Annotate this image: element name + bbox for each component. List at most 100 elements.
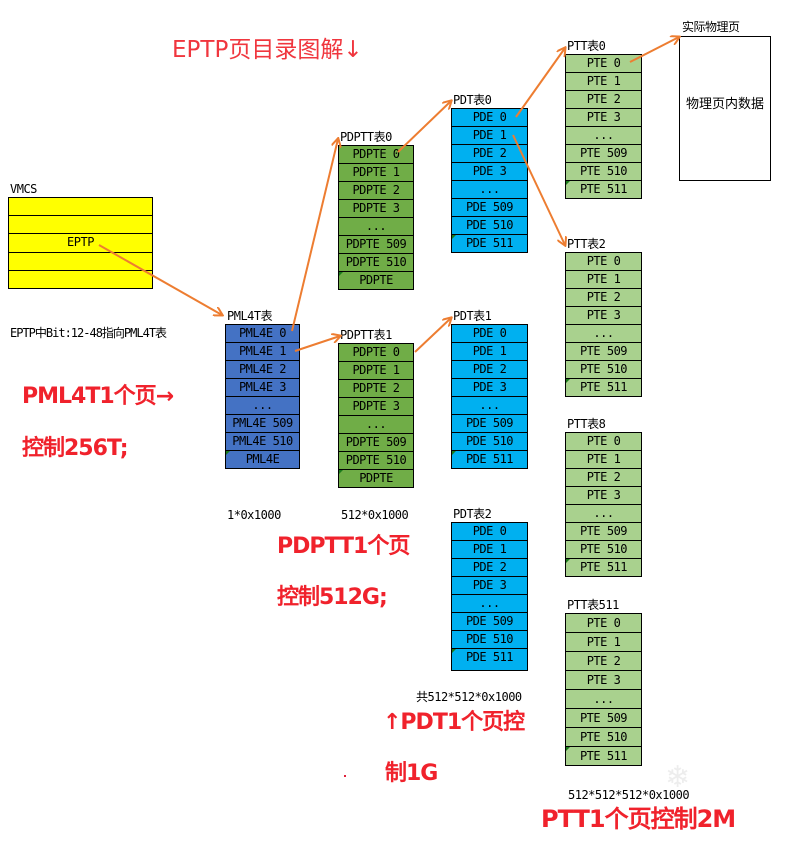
pte-row: ...: [566, 325, 641, 343]
pdt2-table: PDE 0 PDE 1 PDE 2 PDE 3 ... PDE 509 PDE …: [451, 522, 528, 671]
physical-page-content: 物理页内数据: [685, 97, 764, 112]
pdptt0-label: PDPTT表0: [340, 130, 392, 144]
pte-row: PTE 510: [566, 361, 641, 379]
pdt-size: 共512*512*0x1000: [416, 690, 522, 704]
ptt2-label: PTT表2: [567, 237, 606, 251]
ptt511-table: PTE 0 PTE 1 PTE 2 PTE 3 ... PTE 509 PTE …: [565, 613, 642, 766]
pte-row: PTE 510: [566, 728, 641, 747]
pte-row: PTE 510: [566, 541, 641, 559]
arrow-pde0-to-ptt0: [515, 48, 565, 118]
pte-row: PTE 510: [566, 163, 641, 181]
pdt0-table: PDE 0 PDE 1 PDE 2 PDE 3 ... PDE 509 PDE …: [451, 108, 528, 253]
pde-row: PDE 511: [452, 451, 527, 469]
pdt0-label: PDT表0: [453, 93, 492, 107]
pte-row: PTE 2: [566, 652, 641, 671]
ptt2-table: PTE 0 PTE 1 PTE 2 PTE 3 ... PTE 509 PTE …: [565, 252, 642, 397]
pte-row: PTE 1: [566, 73, 641, 91]
pde-row: PDE 511: [452, 649, 527, 667]
arrow-pml4e0-to-pdptt0: [291, 139, 338, 332]
pdpte-row: PDPTE 2: [339, 380, 413, 398]
pdpte-row: PDPTE 3: [339, 200, 413, 218]
pde-row: PDE 3: [452, 163, 527, 181]
pde-row: PDE 2: [452, 145, 527, 163]
pdpte-row: PDPTE 0: [339, 146, 413, 164]
pte-row: ...: [566, 690, 641, 709]
pte-row: PTE 2: [566, 91, 641, 109]
diagram-title: EPTP页目录图解↓: [172, 37, 363, 63]
vmcs-row-eptp: EPTP: [9, 234, 152, 253]
pte-row: ...: [566, 127, 641, 145]
pte-row: PTE 0: [566, 614, 641, 633]
pde-row: PDE 1: [452, 127, 527, 145]
pdpte-row: PDPTE 2: [339, 182, 413, 200]
pml4t-note-line1: PML4T1个页→: [22, 384, 174, 409]
pte-row: PTE 511: [566, 747, 641, 766]
pdpte-row: ...: [339, 218, 413, 236]
pdpte-row: PDPTE: [339, 470, 413, 488]
pte-row: PTE 1: [566, 271, 641, 289]
pde-row: ...: [452, 397, 527, 415]
pte-row: PTE 509: [566, 343, 641, 361]
pte-row: PTE 0: [566, 55, 641, 73]
pdt1-table: PDE 0 PDE 1 PDE 2 PDE 3 ... PDE 509 PDE …: [451, 324, 528, 469]
pte-row: ...: [566, 505, 641, 523]
pde-row: PDE 510: [452, 631, 527, 649]
pdpte-row: PDPTE 0: [339, 344, 413, 362]
pdpte-row: PDPTE 3: [339, 398, 413, 416]
pml4t-label: PML4T表: [227, 309, 273, 323]
pml4e-row: PML4E 2: [226, 361, 299, 379]
pdpte-row: PDPTE: [339, 272, 413, 290]
pde-row: PDE 1: [452, 541, 527, 559]
pdptt1-label: PDPTT表1: [340, 328, 392, 342]
physical-page-label: 实际物理页: [682, 20, 740, 34]
ptt-note-line1: PTT1个页控制2M: [541, 805, 736, 833]
pml4t-note-line2: 控制256T;: [22, 436, 129, 461]
arrow-pml4e1-to-pdptt1: [294, 336, 340, 352]
pdpte-row: PDPTE 509: [339, 434, 413, 452]
pte-row: PTE 2: [566, 469, 641, 487]
ptt8-table: PTE 0 PTE 1 PTE 2 PTE 3 ... PTE 509 PTE …: [565, 432, 642, 577]
pde-row: PDE 509: [452, 613, 527, 631]
vmcs-row: [9, 216, 152, 235]
pml4e-row: PML4E 1: [226, 343, 299, 361]
pml4e-row: PML4E: [226, 451, 299, 469]
pdpte-row: PDPTE 509: [339, 236, 413, 254]
pde-row: PDE 2: [452, 361, 527, 379]
pte-row: PTE 511: [566, 559, 641, 577]
pde-row: PDE 3: [452, 379, 527, 397]
pde-row: PDE 511: [452, 235, 527, 253]
pde-row: PDE 509: [452, 415, 527, 433]
pde-row: PDE 3: [452, 577, 527, 595]
pde-row: PDE 510: [452, 433, 527, 451]
pte-row: PTE 3: [566, 307, 641, 325]
pte-row: PTE 509: [566, 709, 641, 728]
pde-row: PDE 2: [452, 559, 527, 577]
pdt2-label: PDT表2: [453, 507, 492, 521]
pdpte-row: PDPTE 1: [339, 362, 413, 380]
pte-row: PTE 0: [566, 433, 641, 451]
pml4t-size: 1*0x1000: [227, 508, 281, 522]
eptp-note: EPTP中Bit:12-48指向PML4T表: [10, 326, 167, 340]
pte-row: PTE 3: [566, 109, 641, 127]
arrow-pdptt1-pdpte0-to-pdt1: [414, 318, 451, 353]
pte-row: PTE 511: [566, 181, 641, 199]
pde-row: PDE 509: [452, 199, 527, 217]
pte-row: PTE 509: [566, 523, 641, 541]
pdptt-size: 512*0x1000: [341, 508, 409, 522]
pte-row: PTE 3: [566, 671, 641, 690]
vmcs-row: [9, 198, 152, 217]
pdpte-row: PDPTE 1: [339, 164, 413, 182]
ptt0-table: PTE 0 PTE 1 PTE 2 PTE 3 ... PTE 509 PTE …: [565, 54, 642, 199]
pte-row: PTE 1: [566, 633, 641, 652]
pde-row: PDE 1: [452, 343, 527, 361]
pde-row: PDE 0: [452, 325, 527, 343]
pml4e-row: PML4E 0: [226, 325, 299, 343]
pte-row: PTE 511: [566, 379, 641, 397]
pde-row: PDE 0: [452, 109, 527, 127]
pte-row: PTE 1: [566, 451, 641, 469]
pdptt-note-line2: 控制512G;: [277, 585, 388, 610]
pml4e-row: PML4E 510: [226, 433, 299, 451]
ptt511-label: PTT表511: [567, 598, 619, 612]
pml4e-row: PML4E 509: [226, 415, 299, 433]
pdptt-note-line1: PDPTT1个页: [277, 534, 410, 559]
